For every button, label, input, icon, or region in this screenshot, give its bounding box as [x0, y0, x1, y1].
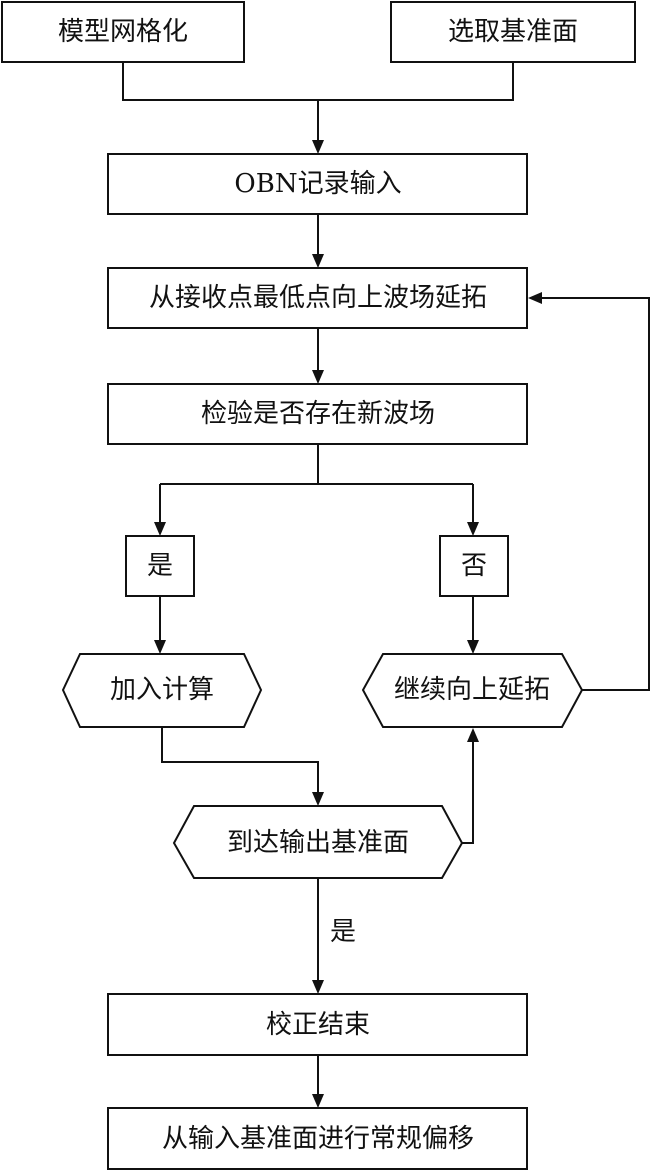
edge-reach-to-continue — [462, 742, 474, 844]
connectors — [122, 62, 650, 1108]
node-no-box — [439, 535, 509, 597]
node-yes-label: 是 — [147, 551, 173, 581]
node-check-box — [107, 383, 528, 445]
node-yes-box — [125, 535, 195, 597]
node-mesh: 模型网格化 — [1, 1, 245, 63]
edge-check-split — [160, 444, 473, 485]
node-add-compute-hexagon — [61, 653, 263, 728]
arrowhead-check — [312, 370, 324, 384]
node-reach-output: 到达输出基准面 — [172, 805, 464, 879]
edge-mesh-merge — [122, 62, 318, 101]
node-continue-up-hexagon — [361, 653, 584, 728]
node-select-datum-label: 选取基准面 — [448, 17, 578, 47]
arrowhead-no — [467, 522, 479, 536]
arrowhead-loop — [528, 292, 542, 304]
arrowhead-extrapolate — [312, 254, 324, 268]
node-mesh-label: 模型网格化 — [58, 17, 188, 47]
arrowhead-migration — [312, 1094, 324, 1108]
arrowhead-continue — [467, 640, 479, 654]
node-no-label: 否 — [461, 551, 487, 581]
node-reach-output-hexagon — [172, 805, 464, 879]
node-check-label: 检验是否存在新波场 — [201, 399, 435, 429]
arrowhead-yes — [154, 522, 166, 536]
arrowhead-obn — [312, 140, 324, 154]
node-obn-input-label: OBN记录输入 — [234, 169, 401, 199]
node-check: 检验是否存在新波场 — [107, 383, 528, 445]
arrowhead-end — [312, 980, 324, 994]
node-select-datum: 选取基准面 — [390, 1, 636, 63]
edge-continue-loop — [542, 297, 650, 691]
node-migration-box — [107, 1107, 528, 1170]
edge-label-reach-yes: 是 — [330, 917, 356, 947]
node-extrapolate-label: 从接收点最低点向上波场延拓 — [149, 283, 487, 313]
node-no: 否 — [439, 535, 509, 597]
node-migration-label: 从输入基准面进行常规偏移 — [162, 1124, 474, 1154]
edge-datum-merge — [318, 62, 514, 101]
edge-add-to-reach — [161, 727, 319, 792]
node-calibrate-end-label: 校正结束 — [266, 1010, 370, 1040]
node-add-compute-label: 加入计算 — [110, 675, 214, 705]
node-calibrate-end: 校正结束 — [107, 993, 528, 1056]
node-add-compute: 加入计算 — [61, 653, 263, 728]
node-extrapolate-box — [107, 267, 528, 329]
node-continue-up-label: 继续向上延拓 — [394, 675, 550, 705]
node-migration: 从输入基准面进行常规偏移 — [107, 1107, 528, 1170]
node-mesh-box — [1, 1, 245, 63]
node-reach-output-label: 到达输出基准面 — [227, 828, 409, 858]
arrowhead-continue-up — [467, 728, 479, 742]
node-obn-input: OBN记录输入 — [107, 153, 528, 215]
node-calibrate-end-box — [107, 993, 528, 1056]
node-continue-up: 继续向上延拓 — [361, 653, 584, 728]
node-select-datum-box — [390, 1, 636, 63]
node-obn-input-box — [107, 153, 528, 215]
arrowhead-add — [154, 640, 166, 654]
arrowhead-reach — [312, 792, 324, 806]
node-extrapolate: 从接收点最低点向上波场延拓 — [107, 267, 528, 329]
node-yes: 是 — [125, 535, 195, 597]
